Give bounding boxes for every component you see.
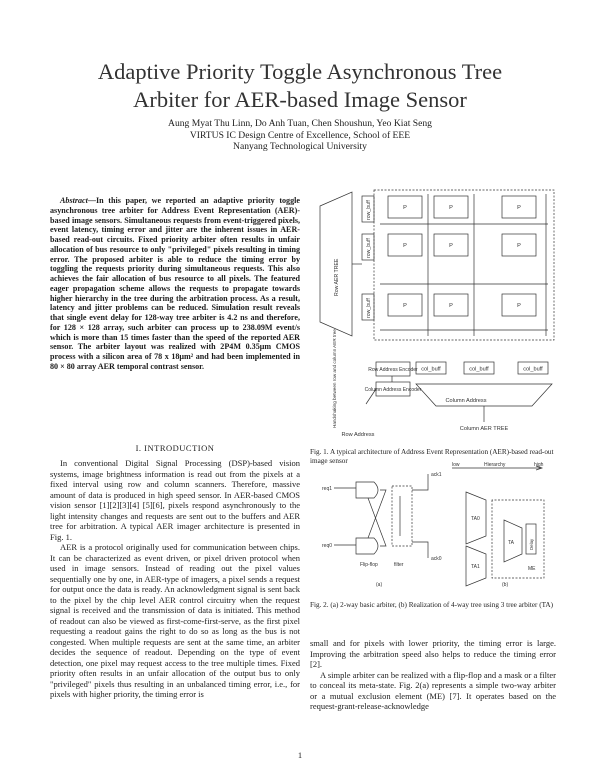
pixel-label: P <box>517 205 521 211</box>
figure-2-caption: Fig. 2. (a) 2-way basic arbiter, (b) Rea… <box>310 601 554 609</box>
right-paragraph-1: small and for pixels with lower priority… <box>310 638 556 669</box>
row-aer-tree-label: Row AER TREE <box>334 258 340 296</box>
pixel-label: P <box>517 303 521 309</box>
column-address-label: Column Address <box>445 398 486 404</box>
paper-title: Adaptive Priority Toggle Asynchronous Tr… <box>40 58 560 114</box>
title-line-2: Arbiter for AER-based Image Sensor <box>133 87 467 112</box>
handshaking-label: Handshaking between row and column AER t… <box>332 329 337 428</box>
affiliation-line-1: VIRTUS IC Design Centre of Excellence, S… <box>189 129 411 141</box>
me-label: ME <box>528 566 536 572</box>
row-buff-label: row_buff <box>366 298 372 318</box>
req1-label: req1 <box>322 486 332 492</box>
right-paragraph-2: A simple arbiter can be realized with a … <box>310 669 556 712</box>
col-buff-label: col_buff <box>469 367 489 373</box>
figure-2-diagram: req1 req0 ack1 ack0 Flip-flop filter low… <box>322 462 545 588</box>
col-buff-label: col_buff <box>421 367 441 373</box>
section-heading: I. INTRODUCTION <box>135 443 215 453</box>
ack1-label: ack1 <box>431 472 442 478</box>
low-label: low <box>452 462 460 468</box>
ta-label: TA <box>508 540 515 546</box>
hierarchy-label: Hierarchy <box>484 462 506 468</box>
column-address-encoder-label: Column Address Encoder <box>365 387 422 393</box>
pixel-label: P <box>449 243 453 249</box>
author-names: Aung Myat Thu Linn, Do Anh Tuan, Chen Sh… <box>168 118 432 129</box>
high-label: high <box>534 462 544 468</box>
page-number: 1 <box>297 750 303 760</box>
row-buff-label: row_buff <box>366 238 372 258</box>
figure-1-caption: Fig. 1. A typical architecture of Addres… <box>310 448 554 465</box>
ack0-label: ack0 <box>431 556 442 562</box>
req0-label: req0 <box>322 543 332 549</box>
right-column-text: small and for pixels with lower priority… <box>310 638 556 712</box>
affiliation-line-2: Nanyang Technological University <box>233 141 367 153</box>
ta0-label: TA0 <box>471 516 480 522</box>
abstract-lead: Abstract <box>60 196 88 205</box>
figure-1-diagram: P P P P P P P P P col_buff col_buff col_… <box>319 189 555 438</box>
row-address-encoder-label: Row Address Encoder <box>368 367 418 373</box>
delay-label: Delay <box>529 538 534 550</box>
title-line-1: Adaptive Priority Toggle Asynchronous Tr… <box>97 59 503 84</box>
row-buff-label: row_buff <box>366 200 372 220</box>
pixel-label: P <box>517 243 521 249</box>
pixel-label: P <box>449 205 453 211</box>
pixel-label: P <box>449 303 453 309</box>
row-address-label: Row Address <box>342 432 375 438</box>
pixel-label: P <box>403 303 407 309</box>
subfigure-a-label: (a) <box>376 582 382 588</box>
intro-paragraph-2: AER is a protocol originally used for co… <box>50 542 300 699</box>
column-aer-tree-label: Column AER TREE <box>460 426 509 432</box>
ta1-label: TA1 <box>471 564 480 570</box>
filter-label: filter <box>394 562 404 568</box>
flip-flop-label: Flip-flop <box>360 562 378 568</box>
col-buff-label: col_buff <box>523 367 543 373</box>
abstract: Abstract—In this paper, we reported an a… <box>50 196 300 372</box>
author-block: Aung Myat Thu Linn, Do Anh Tuan, Chen Sh… <box>60 118 540 153</box>
pixel-label: P <box>403 205 407 211</box>
pixel-label: P <box>403 243 407 249</box>
introduction-text: In conventional Digital Signal Processin… <box>50 458 300 700</box>
intro-paragraph-1: In conventional Digital Signal Processin… <box>50 458 300 542</box>
abstract-text: —In this paper, we reported an adaptive … <box>50 196 300 371</box>
subfigure-b-label: (b) <box>502 582 508 588</box>
